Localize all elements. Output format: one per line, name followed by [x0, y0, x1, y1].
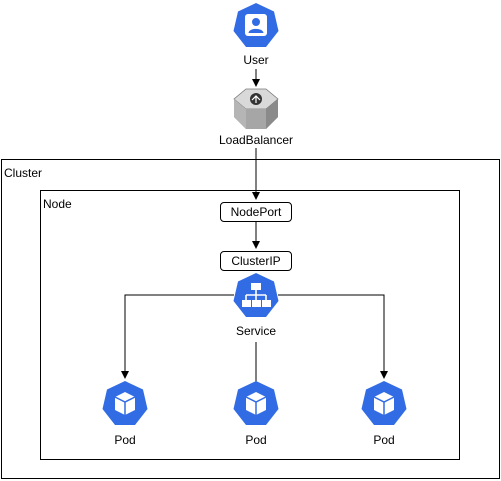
nodeport-box: NodePort: [220, 202, 292, 222]
load-balancer-icon: [232, 87, 280, 131]
service-icon: [232, 272, 280, 320]
clusterip-box: ClusterIP: [220, 251, 292, 271]
pod-label-right: Pod: [373, 433, 395, 447]
edge-service-to-pod-left: [121, 294, 234, 379]
cluster-label: Cluster: [4, 166, 43, 180]
service-label: Service: [235, 324, 277, 338]
cluster-box: [1, 159, 500, 479]
pod-label-left: Pod: [114, 433, 136, 447]
node-label: Node: [43, 197, 72, 211]
user-icon: [232, 2, 280, 50]
pod-icon: [101, 380, 149, 428]
pod-icon: [232, 380, 280, 428]
pod-label-center: Pod: [245, 433, 267, 447]
edge-service-to-pod-right: [278, 294, 388, 379]
node-box: [40, 190, 460, 460]
load-balancer-label: LoadBalancer: [218, 133, 294, 147]
pod-icon: [360, 380, 408, 428]
user-label: User: [243, 53, 269, 67]
